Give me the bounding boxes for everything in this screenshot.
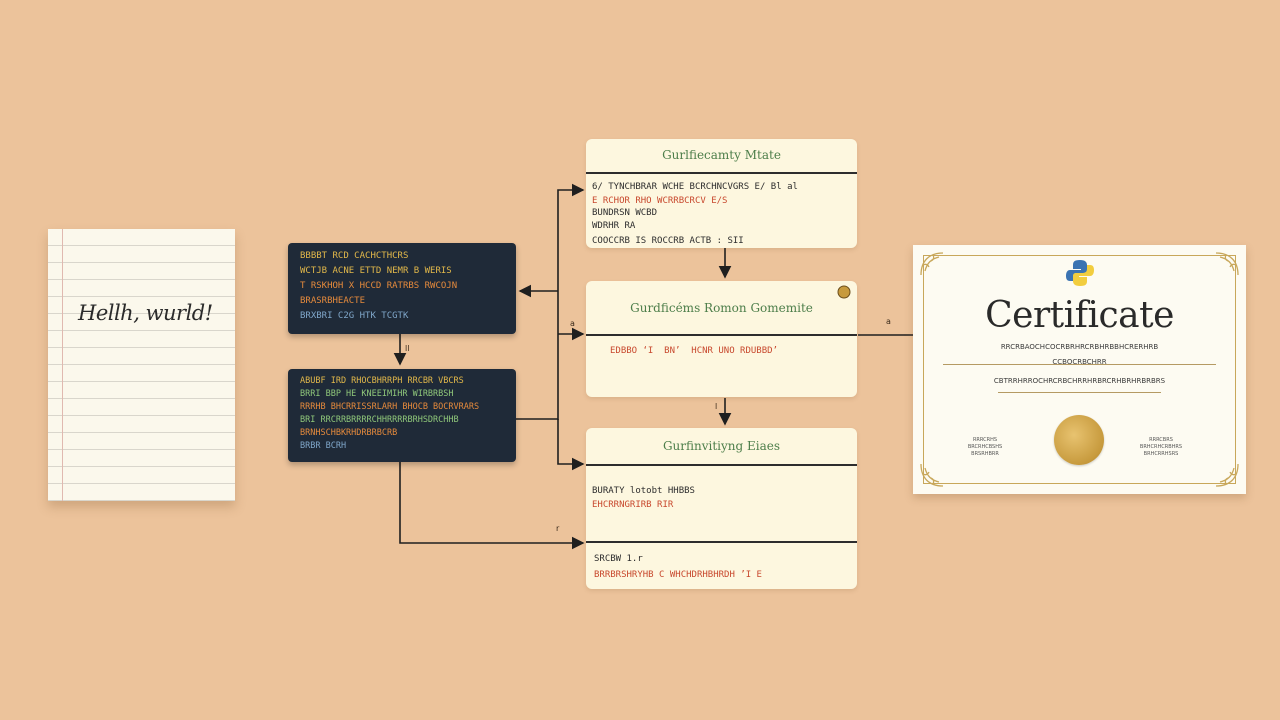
connector-label: a <box>570 319 575 328</box>
connector-label: l <box>715 402 717 411</box>
gold-seal <box>1054 415 1104 465</box>
certificate-rule <box>998 392 1161 393</box>
card-divider <box>586 541 857 543</box>
connector-label: r <box>556 524 560 533</box>
connector-label: a <box>886 317 891 326</box>
card-text: EDBBO ‘I BN’ HCNR UNO RDUBBD’ <box>610 346 778 356</box>
card-title: Gurlfiecamty Mtate <box>662 148 781 162</box>
card-text: SRCBW 1.r <box>594 554 643 564</box>
code-line: BRRI BBP HE KNEEIMIHR WIRBRBSH <box>300 389 454 399</box>
code-line: WCTJB ACNE ETTD NEMR B WERIS <box>300 266 452 276</box>
certificate-rule <box>943 364 1216 365</box>
card-divider <box>586 464 857 466</box>
code-line: BRBR BCRH <box>300 441 347 451</box>
notepad-margin-line <box>62 229 63 501</box>
ornament-corner-icon <box>920 252 944 276</box>
code-line: BBBBT RCD CACHCTHCRS <box>300 251 409 261</box>
code-block-1: BBBBT RCD CACHCTHCRS WCTJB ACNE ETTD NEM… <box>288 243 516 334</box>
card-text: BURATY lotobt HHBBS <box>592 486 695 496</box>
card-bottom: Gurfinvitiyng Eiaes BURATY lotobt HHBBS … <box>586 428 857 589</box>
card-text: BRRBRSHRYHB C WHCHDRHBHRDH ’I E <box>594 570 762 580</box>
handwritten-hello-world: Hellh, wurld! <box>78 301 213 325</box>
code-line: BRXBRI C2G HTK TCGTK <box>300 311 409 321</box>
certificate-text-line: CBTRRHRROCHRCRBCHRRHRBRCRHBRHRBRBRS <box>993 377 1166 385</box>
card-text: COOCCRB IS ROCCRB ACTB : SII <box>592 236 744 246</box>
notepad-paper: Hellh, wurld! <box>48 229 235 501</box>
arrow-to-top-card <box>557 183 585 420</box>
code-line: RRRHB BHCRRISSRLARH BHOCB BOCRVRARS <box>300 402 480 412</box>
arrow-to-bottom-card <box>557 419 585 471</box>
ornament-corner-icon <box>920 463 944 487</box>
certificate-title: Certificate <box>985 295 1174 336</box>
code-block-2: ABUBF IRD RHOCBHRRPH RRCBR VBCRS BRRI BB… <box>288 369 516 462</box>
ornament-corner-icon <box>1215 252 1239 276</box>
card-text: E RCHOR RHO WCRRBCRCV E/S <box>592 196 728 206</box>
card-divider <box>586 172 857 174</box>
certificate: Certificate RRCRBAOCHCOCRBRHRCRBHRBBHCRE… <box>913 245 1246 494</box>
card-text: 6/ TYNCHBRAR WCHE BCRCHNCVGRS E/ Bl al <box>592 182 798 192</box>
certificate-text-line: RRCRBAOCHCOCRBRHRCRBHRBBHCRERHRB <box>1000 343 1159 351</box>
card-top: Gurlfiecamty Mtate 6/ TYNCHBRAR WCHE BCR… <box>586 139 857 248</box>
card-text: WDRHR RA <box>592 221 636 231</box>
certificate-text-line: CCBOCRBCHRR <box>1052 358 1107 366</box>
signature-left: RRRCRHS BRCRHCBSHS BRSRHBRR <box>967 437 1003 457</box>
arrow-block2-to-bottom-card <box>399 462 585 550</box>
status-dot-icon <box>837 285 851 299</box>
code-line: BRNHSCHBKRHDRBRBCRB <box>300 428 398 438</box>
python-logo-icon <box>1066 260 1094 286</box>
code-line: ABUBF IRD RHOCBHRRPH RRCBR VBCRS <box>300 376 464 386</box>
card-title: Gurfinvitiyng Eiaes <box>662 439 781 453</box>
card-title: Gurdficéms Romon Gomemite <box>630 301 813 315</box>
certificate-border <box>923 255 1236 484</box>
signature-right: RRRCBRS BRHCRHCRBHRS BRHCRRHSRS <box>1139 437 1183 457</box>
ornament-corner-icon <box>1215 463 1239 487</box>
card-text: BUNDRSN WCBD <box>592 208 658 218</box>
code-line: BRI RRCRRBRRRRCHHRRRRBRHSDRCHHB <box>300 415 459 425</box>
card-text: EHCRRNGRIRB RIR <box>592 500 674 510</box>
card-divider <box>586 334 857 336</box>
connector-label: ll <box>405 344 409 353</box>
card-middle: Gurdficéms Romon Gomemite EDBBO ‘I BN’ H… <box>586 281 857 397</box>
code-line: BRASRBHEACTE <box>300 296 366 306</box>
code-line: T RSKHOH X HCCD RATRBS RWCOJN <box>300 281 458 291</box>
